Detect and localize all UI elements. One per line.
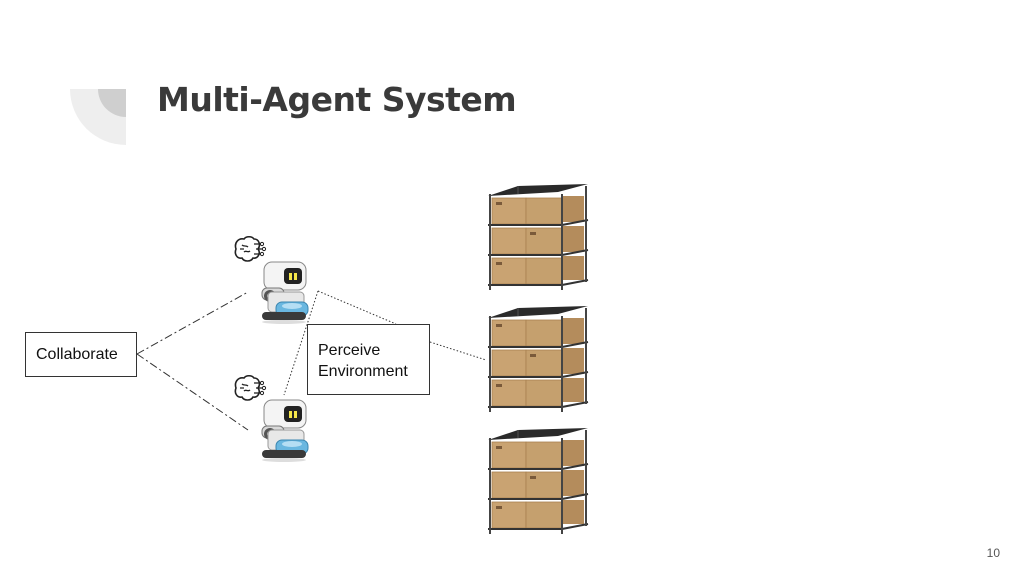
corner-decoration — [70, 89, 126, 145]
page-number: 10 — [986, 546, 1000, 560]
perceive-label-line1: Perceive — [318, 342, 381, 359]
collaborate-to-robot-top-line — [136, 291, 249, 355]
collaborate-label-box: Collaborate — [25, 332, 137, 377]
perceive-label-line2: Environment — [318, 363, 408, 380]
robot-top-to-perceive-line — [317, 290, 397, 325]
perceive-environment-label-box: Perceive Environment — [307, 324, 430, 395]
slide-title: Multi-Agent System — [157, 80, 517, 119]
collaborate-to-robot-bottom-line — [136, 353, 249, 431]
perceive-to-shelf-line — [429, 341, 487, 361]
robot-top-down-line — [283, 290, 319, 396]
